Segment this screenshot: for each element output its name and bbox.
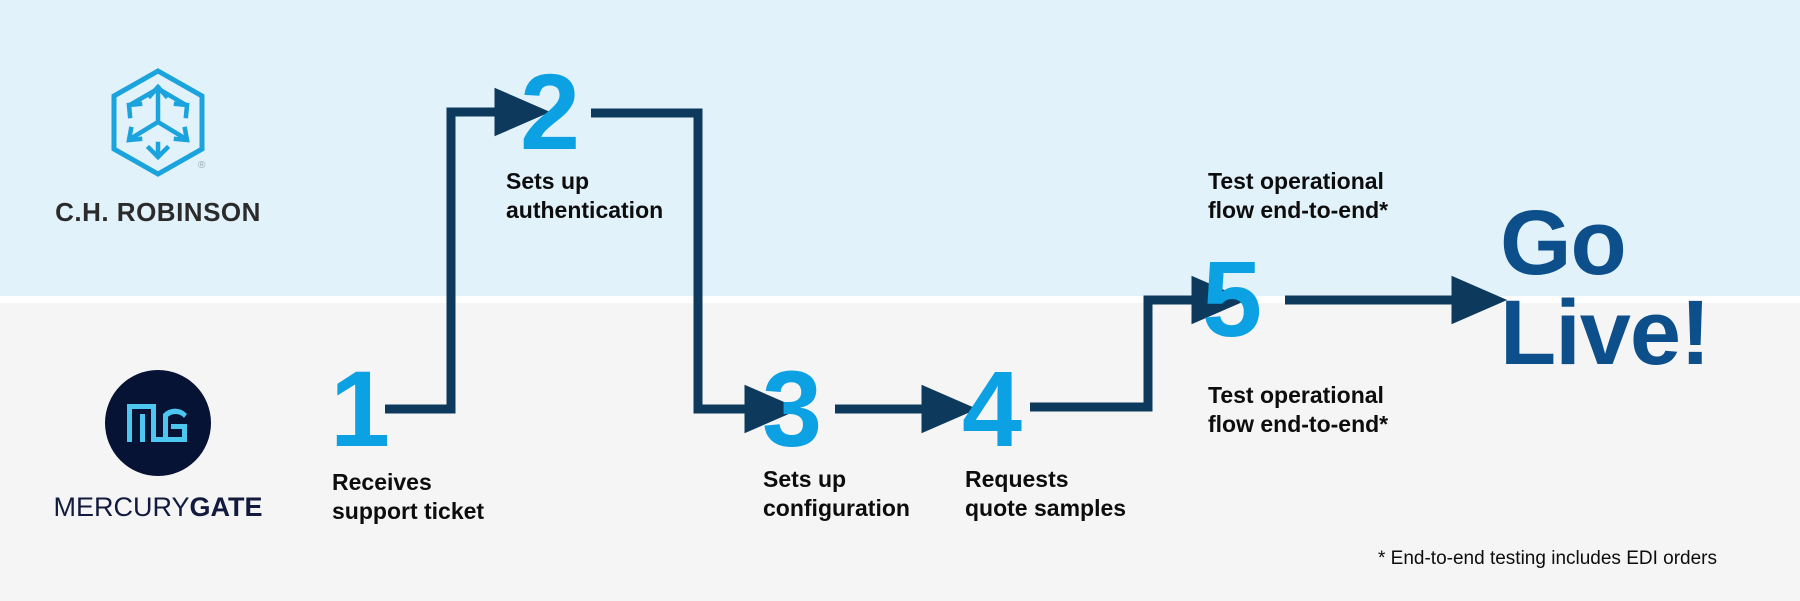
- footnote-text: * End-to-end testing includes EDI orders: [1378, 548, 1718, 569]
- step-5-number: 5: [1202, 238, 1263, 359]
- step-5-label-above: Test operational flow end-to-end*: [1208, 168, 1389, 224]
- lane-band-mercurygate: [0, 303, 1800, 601]
- mercurygate-wordmark: MERCURYGATE: [38, 492, 278, 523]
- step-5-label-below: Test operational flow end-to-end*: [1208, 382, 1389, 438]
- mercurygate-wordmark-light: MERCURY: [53, 492, 190, 522]
- svg-text:®: ®: [198, 160, 206, 171]
- logo-mercurygate: MERCURYGATE: [38, 370, 278, 523]
- step-4-label: Requests quote samples: [965, 466, 1127, 522]
- step-3-number: 3: [762, 348, 823, 469]
- mercurygate-circle-badge: [105, 370, 211, 476]
- mercurygate-wordmark-bold: GATE: [189, 492, 263, 522]
- step-1-number: 1: [330, 348, 391, 469]
- step-4-number: 4: [962, 348, 1023, 469]
- lane-band-chrobinson: [0, 0, 1800, 296]
- step-2-label: Sets up authentication: [506, 168, 664, 224]
- step-3-label: Sets up configuration: [763, 466, 910, 522]
- mercurygate-mg-monogram-icon: [127, 404, 187, 442]
- step-2-number: 2: [520, 51, 581, 172]
- ch-robinson-cube-icon: ®: [111, 68, 206, 177]
- ch-robinson-wordmark: C.H. ROBINSON: [55, 197, 261, 227]
- step-1-label: Receives support ticket: [332, 469, 485, 525]
- go-live-outcome: Go Live!: [1500, 192, 1711, 385]
- logo-ch-robinson: ® C.H. ROBINSON: [38, 68, 278, 228]
